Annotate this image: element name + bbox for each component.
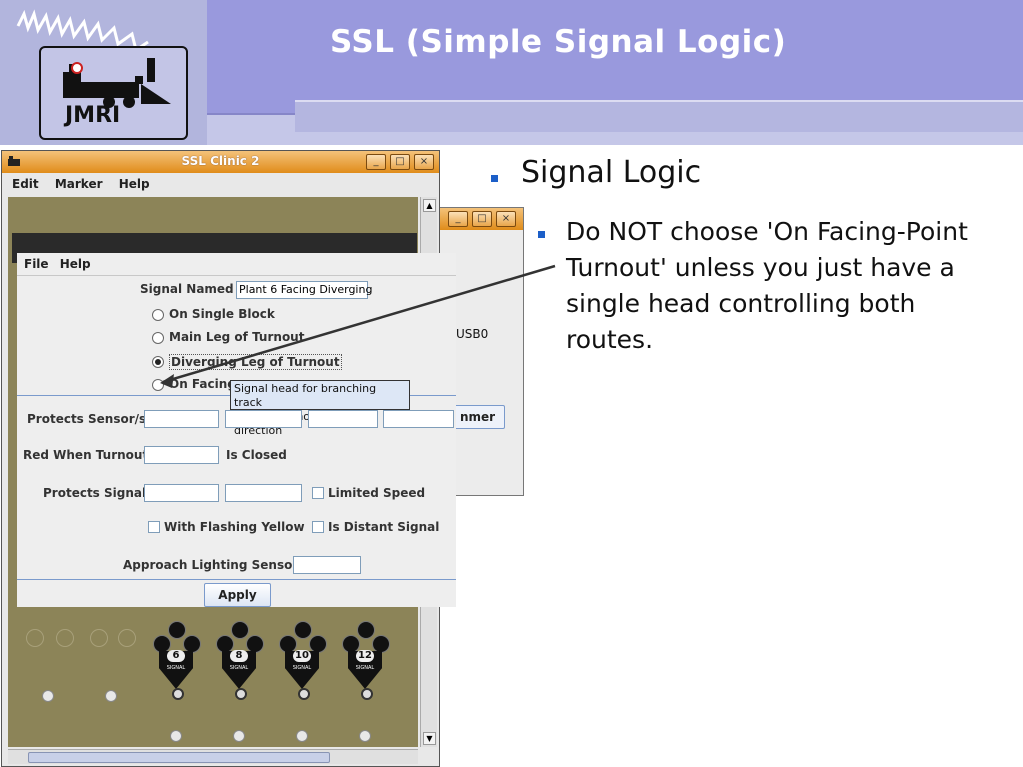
title-band (207, 0, 1023, 115)
distant-signal-label[interactable]: Is Distant Signal (328, 520, 440, 534)
radio-diverging-leg[interactable] (152, 356, 164, 368)
close-button[interactable]: × (414, 154, 434, 170)
track-squiggle-icon (16, 9, 149, 53)
usb-port-label: USB0 (456, 327, 489, 341)
panel-marker (118, 629, 136, 647)
window-titlebar[interactable]: SSL Clinic 2 _ □ × (2, 151, 439, 173)
slide-title: SSL (Simple Signal Logic) (330, 24, 787, 60)
dialog-menubar: File Help (17, 253, 456, 276)
programmer-button[interactable]: nmer (450, 405, 505, 429)
red-when-turnout-label: Red When Turnout (23, 448, 149, 462)
window-menubar: Edit Marker Help (2, 173, 439, 195)
app-icon (8, 156, 20, 166)
bullet-warning-text: Do NOT choose 'On Facing-Point Turnout' … (566, 217, 968, 354)
bullet-marker (538, 231, 545, 238)
menu-help[interactable]: Help (59, 257, 91, 271)
signal-plate-label: SIGNAL (229, 665, 249, 671)
approach-lighting-input[interactable] (293, 556, 361, 574)
tooltip-line: Signal head for branching track (234, 382, 377, 409)
bullet-marker (491, 175, 498, 182)
tooltip: Signal head for branching track through … (230, 380, 410, 437)
radio-main-leg-label[interactable]: Main Leg of Turnout (169, 330, 305, 344)
sensor-input-2[interactable] (225, 410, 302, 428)
horizontal-scroll-thumb[interactable] (28, 752, 330, 763)
panel-marker (26, 629, 44, 647)
scroll-down-icon[interactable]: ▼ (423, 732, 436, 745)
close-button[interactable]: × (496, 211, 516, 227)
minimize-button[interactable]: _ (366, 154, 386, 170)
signal-plate-label: SIGNAL (292, 665, 312, 671)
protects-signal-label: Protects Signal (43, 486, 147, 500)
menu-help[interactable]: Help (118, 177, 150, 191)
flashing-yellow-label[interactable]: With Flashing Yellow (164, 520, 305, 534)
signal-head-12[interactable]: 12 SIGNAL (340, 621, 390, 721)
maximize-button[interactable]: □ (472, 211, 492, 227)
panel-marker (170, 730, 182, 742)
is-closed-label: Is Closed (226, 448, 287, 462)
jmri-logo (39, 46, 188, 140)
protects-sensors-label: Protects Sensor/s (27, 412, 147, 426)
maximize-button[interactable]: □ (390, 154, 410, 170)
signal-name-input[interactable]: Plant 6 Facing Diverging (236, 281, 372, 299)
distant-signal-checkbox[interactable] (312, 521, 324, 533)
horizontal-scrollbar[interactable] (8, 749, 418, 764)
scroll-up-icon[interactable]: ▲ (423, 199, 436, 212)
logo-text: JMRI (65, 103, 121, 128)
panel-marker (359, 730, 371, 742)
panel-marker (233, 730, 245, 742)
signal-head-8[interactable]: 8 SIGNAL (214, 621, 264, 721)
bullet-signal-logic: Signal Logic (521, 155, 702, 190)
signal-plate-label: SIGNAL (355, 665, 375, 671)
radio-single-block[interactable] (152, 309, 164, 321)
window-title: SSL Clinic 2 (181, 154, 260, 168)
separator (17, 579, 456, 580)
limited-speed-label[interactable]: Limited Speed (328, 486, 426, 500)
radio-facing-point[interactable] (152, 379, 164, 391)
panel-marker (105, 690, 117, 702)
panel-marker (56, 629, 74, 647)
menu-marker[interactable]: Marker (54, 177, 103, 191)
sensor-input-3[interactable] (308, 410, 378, 428)
subtitle-band (295, 100, 1023, 132)
panel-marker (296, 730, 308, 742)
signal-number: 10 (293, 650, 311, 662)
panel-marker (90, 629, 108, 647)
signal-number: 12 (356, 650, 374, 662)
menu-edit[interactable]: Edit (12, 177, 39, 191)
signal-head-6[interactable]: 6 SIGNAL (151, 621, 201, 721)
radio-main-leg[interactable] (152, 332, 164, 344)
signal-number: 6 (167, 650, 185, 662)
apply-button[interactable]: Apply (204, 583, 271, 607)
sensor-input-1[interactable] (144, 410, 219, 428)
flashing-yellow-checkbox[interactable] (148, 521, 160, 533)
signal-named-label: Signal Named (140, 282, 234, 296)
protected-signal-input-2[interactable] (225, 484, 302, 502)
locomotive-icon (63, 58, 171, 108)
signal-plate-label: SIGNAL (166, 665, 186, 671)
limited-speed-checkbox[interactable] (312, 487, 324, 499)
behind-dialog-titlebar: _ □ × (438, 208, 523, 230)
radio-single-block-label[interactable]: On Single Block (169, 307, 275, 321)
signal-head-10[interactable]: 10 SIGNAL (277, 621, 327, 721)
minimize-button[interactable]: _ (448, 211, 468, 227)
menu-file[interactable]: File (24, 257, 49, 271)
panel-marker (42, 690, 54, 702)
radio-facing-point-label[interactable]: On Facing (169, 377, 236, 391)
signal-number: 8 (230, 650, 248, 662)
turnout-input[interactable] (144, 446, 219, 464)
radio-diverging-leg-label[interactable]: Diverging Leg of Turnout (169, 354, 342, 370)
approach-lighting-label: Approach Lighting Sensor (123, 558, 299, 572)
protected-signal-input-1[interactable] (144, 484, 219, 502)
sensor-input-4[interactable] (383, 410, 454, 428)
